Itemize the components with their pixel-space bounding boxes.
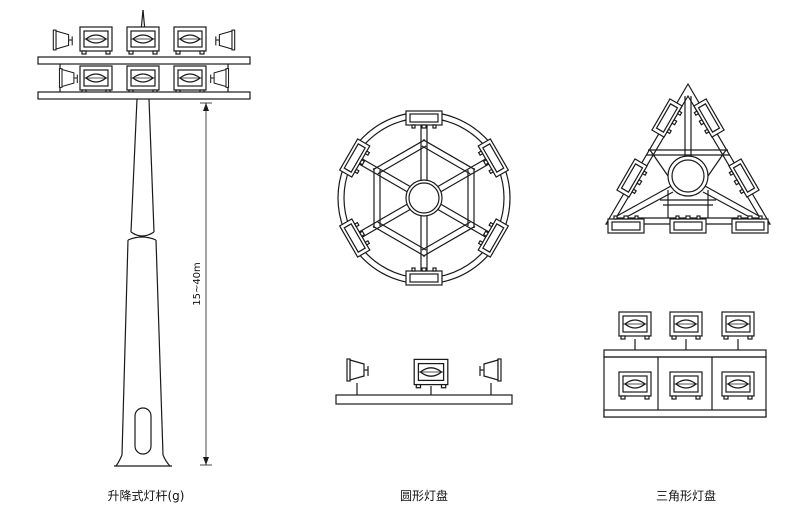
lower-lamp-row bbox=[58, 65, 230, 94]
round-plate-lamps bbox=[339, 110, 509, 286]
triangle-plate-struts bbox=[616, 96, 760, 221]
pole-door bbox=[134, 407, 152, 455]
lifting-pole-drawing bbox=[37, 9, 251, 467]
triangle-plate-top-view bbox=[604, 82, 772, 234]
caption-triangle-plate: 三角形灯盘 bbox=[656, 488, 716, 503]
caption-round-plate: 圆形灯盘 bbox=[400, 488, 448, 503]
round-plate-top-view bbox=[337, 110, 511, 286]
triangle-plate-lamps bbox=[607, 98, 769, 234]
lower-platform bbox=[37, 91, 251, 100]
pole-shaft bbox=[114, 98, 172, 467]
height-dimension bbox=[200, 102, 212, 466]
caption-lifting-pole: 升降式灯杆(g) bbox=[108, 489, 185, 503]
height-dimension-label: 15~40m bbox=[192, 262, 203, 306]
round-plate-braces bbox=[372, 139, 476, 257]
round-plate-side-view bbox=[335, 358, 513, 405]
upper-lamp-row bbox=[52, 26, 236, 55]
triangle-plate-side-view bbox=[603, 311, 767, 418]
